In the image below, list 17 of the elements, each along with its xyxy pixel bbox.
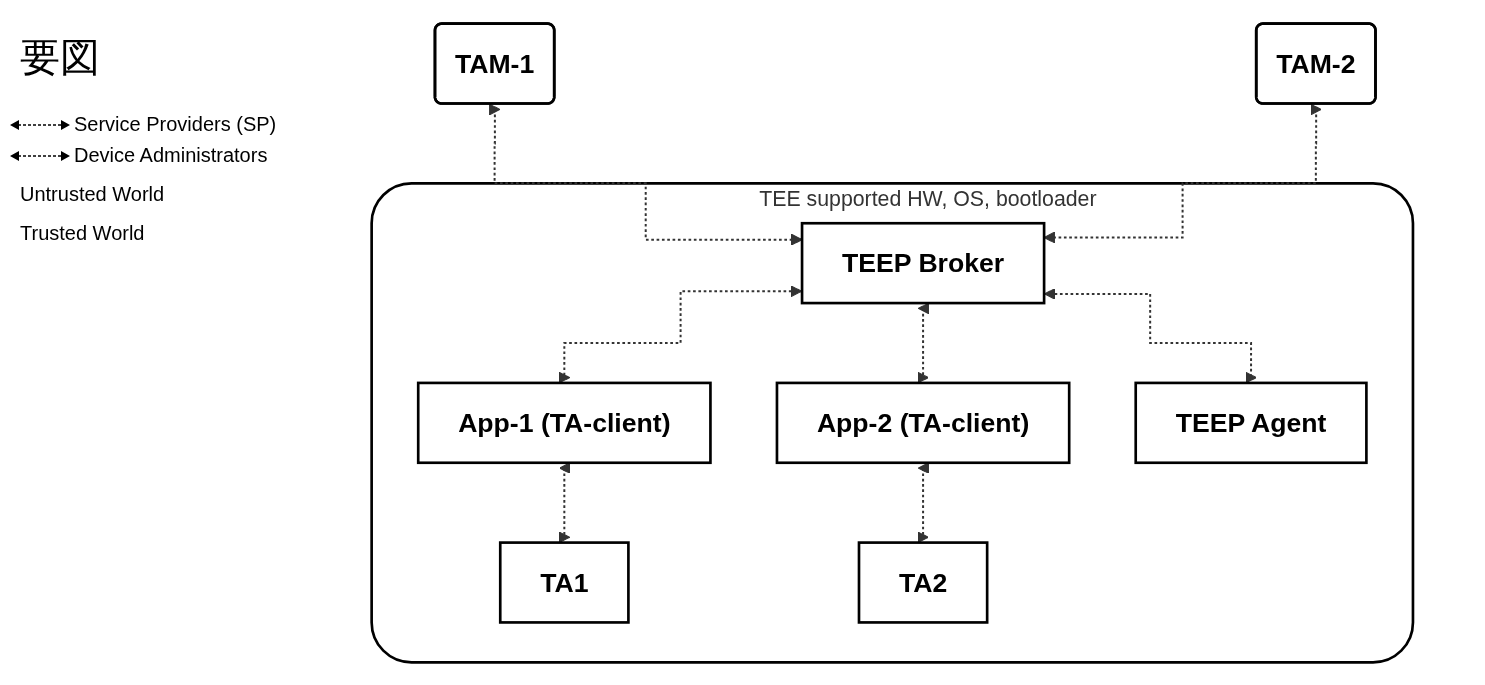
node-box: App-1 (TA-client) xyxy=(417,381,712,464)
arrow xyxy=(488,103,803,245)
region-label: Untrusted World xyxy=(20,183,165,206)
node-box: TEEP Broker xyxy=(800,221,1046,304)
diagram-title: 要図 xyxy=(20,34,100,81)
arrow xyxy=(558,284,803,383)
legend-text: Device Administrators xyxy=(74,144,268,167)
node-box: TEEP Agent xyxy=(1134,381,1368,464)
arrow xyxy=(1044,287,1258,383)
arrow xyxy=(917,302,930,383)
arrow xyxy=(917,462,930,543)
node-box: TA2 xyxy=(857,540,989,624)
region-label: Trusted World xyxy=(20,222,145,245)
legend-text: Service Providers (SP) xyxy=(74,113,277,136)
node-box: App-2 (TA-client) xyxy=(775,381,1071,464)
node-box: TA1 xyxy=(499,540,630,624)
arrow xyxy=(558,462,571,543)
